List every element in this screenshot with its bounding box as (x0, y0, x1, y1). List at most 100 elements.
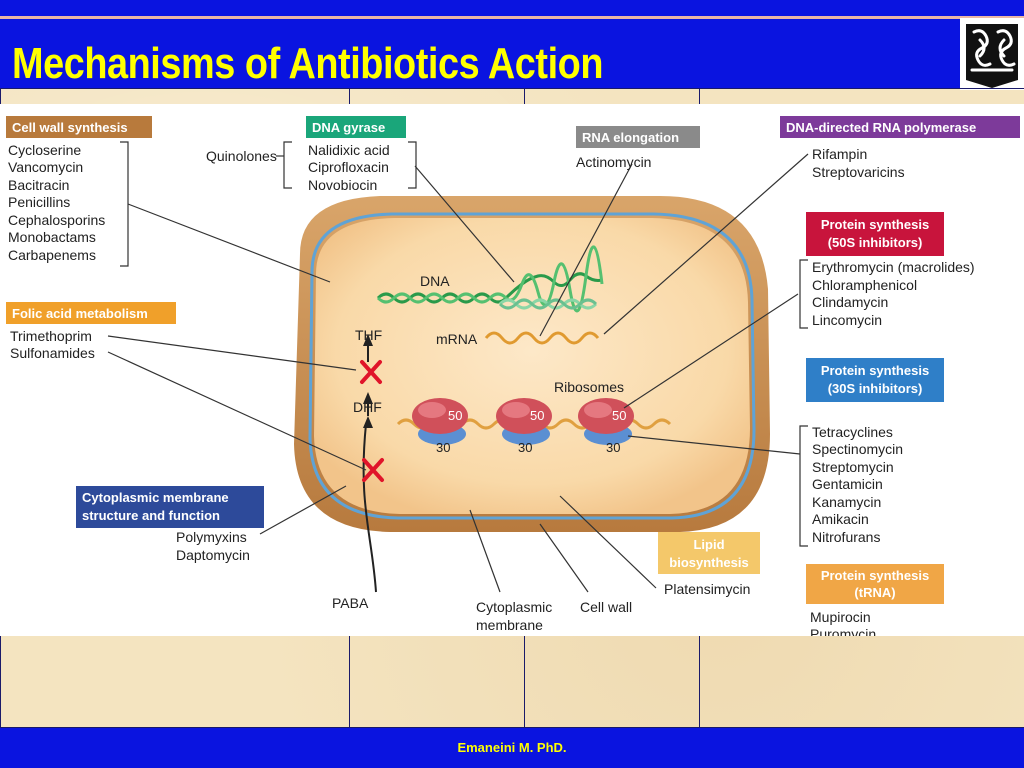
footer-author: Emaneini M. PhD. (457, 740, 567, 755)
figure-canvas: 50 50 50 30 30 30 (0, 104, 1024, 642)
rna-elongation-box: RNA elongation (576, 126, 700, 148)
antibiotic-mechanisms-figure: 50 50 50 30 30 30 (0, 104, 1024, 642)
drug-item: Nalidixic acid (308, 142, 390, 158)
drug-item: Penicillins (8, 194, 70, 210)
dna-gyrase-drug-list: Nalidixic acid Ciprofloxacin Novobiocin (308, 142, 390, 193)
grid-line (0, 727, 1024, 728)
drug-item: Spectinomycin (812, 441, 903, 457)
svg-text:(50S inhibitors): (50S inhibitors) (828, 235, 923, 250)
drug-item: Lincomycin (812, 312, 882, 328)
mrna-strand (484, 331, 600, 345)
protein-synthesis-50s-box: Protein synthesis (50S inhibitors) (806, 212, 944, 256)
drug-item: Actinomycin (576, 154, 651, 170)
drug-item: Rifampin (812, 146, 867, 162)
drug-item: Carbapenems (8, 247, 96, 263)
drug-item: Trimethoprim (10, 328, 92, 344)
svg-text:DNA gyrase: DNA gyrase (312, 120, 385, 135)
ribosome (496, 398, 552, 445)
drug-item: Daptomycin (176, 547, 250, 563)
svg-text:Cytoplasmic membrane: Cytoplasmic membrane (82, 490, 229, 505)
top-band (0, 0, 1024, 16)
cell-wall-label: Cell wall (580, 599, 632, 615)
drug-item: Monobactams (8, 229, 96, 245)
subunit-30-label: 30 (436, 440, 450, 455)
leader-lines (107, 153, 809, 593)
svg-text:Protein synthesis: Protein synthesis (821, 363, 929, 378)
paba-label: PABA (332, 595, 369, 611)
drug-item: Sulfonamides (10, 345, 95, 361)
block-x-icon (362, 458, 384, 482)
drug-item: Clindamycin (812, 294, 888, 310)
protein-50s-drug-list: Erythromycin (macrolides) Chloramphenico… (812, 259, 975, 328)
drug-item: Puromycin (810, 626, 876, 636)
drug-item: Vancomycin (8, 159, 83, 175)
ribosome (578, 398, 634, 445)
drug-item: Polymyxins (176, 529, 247, 545)
dna-label: DNA (420, 273, 450, 289)
slide-title: Mechanisms of Antibiotics Action (12, 39, 604, 88)
slide-footer: Emaneini M. PhD. (0, 728, 1024, 768)
subunit-50-label: 50 (530, 408, 544, 423)
drug-item: Gentamicin (812, 476, 883, 492)
dna-gyrase-box: DNA gyrase (306, 116, 406, 138)
drug-item: Mupirocin (810, 609, 871, 625)
arrowhead-icon (363, 392, 373, 404)
dna-helix (376, 245, 604, 313)
svg-text:Protein synthesis: Protein synthesis (821, 217, 929, 232)
cytoplasmic-membrane-shape (308, 212, 756, 520)
arrowhead-icon (363, 416, 373, 428)
protein-synthesis-30s-box: Protein synthesis (30S inhibitors) (806, 358, 944, 402)
subunit-30-label: 30 (606, 440, 620, 455)
drug-item: Chloramphenicol (812, 277, 917, 293)
logo (960, 18, 1024, 90)
cell-wall-drug-list: Cycloserine Vancomycin Bacitracin Penici… (8, 142, 105, 263)
arrowhead-icon (363, 334, 373, 346)
drug-item: Tetracyclines (812, 424, 893, 440)
rna-polymerase-box: DNA-directed RNA polymerase (780, 116, 1020, 138)
mrna-label: mRNA (436, 331, 478, 347)
svg-text:biosynthesis: biosynthesis (669, 555, 748, 570)
drug-item: Kanamycin (812, 494, 881, 510)
ribosomes-label: Ribosomes (554, 379, 624, 395)
lipid-biosynthesis-box: Lipid biosynthesis (658, 532, 760, 574)
subunit-50-label: 50 (448, 408, 462, 423)
drug-item: Amikacin (812, 511, 869, 527)
bracket-lines (120, 141, 808, 547)
subunit-50-label: 50 (612, 408, 626, 423)
svg-text:structure and function: structure and function (82, 508, 220, 523)
cell-wall-synthesis-box: Cell wall synthesis (6, 116, 152, 138)
cytoplasmic-membrane-box: Cytoplasmic membrane structure and funct… (76, 486, 264, 528)
grid-line (0, 88, 1024, 89)
drug-item: Cycloserine (8, 142, 81, 158)
thf-label: THF (355, 327, 382, 343)
dhf-label: DHF (353, 399, 382, 415)
quinolones-label: Quinolones (206, 148, 277, 164)
ribosome (412, 398, 468, 445)
svg-text:Folic acid metabolism: Folic acid metabolism (12, 306, 148, 321)
drug-item: Ciprofloxacin (308, 159, 389, 175)
svg-text:Protein synthesis: Protein synthesis (821, 568, 929, 583)
svg-text:Lipid: Lipid (693, 537, 724, 552)
svg-text:Cell wall synthesis: Cell wall synthesis (12, 120, 128, 135)
membrane-drug-list: Polymyxins Daptomycin (176, 529, 250, 563)
rna-polymerase-drug-list: Rifampin Streptovaricins (812, 146, 905, 180)
svg-text:(30S inhibitors): (30S inhibitors) (828, 381, 923, 396)
drug-item: Streptomycin (812, 459, 894, 475)
protein-30s-drug-list: Tetracyclines Spectinomycin Streptomycin… (812, 424, 903, 545)
trna-drug-list: Mupirocin Puromycin (810, 609, 876, 642)
drug-item: Platensimycin (664, 581, 750, 597)
folic-acid-drug-list: Trimethoprim Sulfonamides (10, 328, 95, 361)
slide-header: Mechanisms of Antibiotics Action (0, 19, 1024, 88)
top-rule (0, 16, 1024, 19)
subunit-30-label: 30 (518, 440, 532, 455)
svg-text:RNA elongation: RNA elongation (582, 130, 679, 145)
drug-item: Nitrofurans (812, 529, 880, 545)
logo-emblem-icon (960, 18, 1024, 90)
drug-item: Cephalosporins (8, 212, 105, 228)
drug-item: Bacitracin (8, 177, 69, 193)
drug-item: Erythromycin (macrolides) (812, 259, 975, 275)
cytoplasmic-membrane-label: Cytoplasmic (476, 599, 552, 615)
cytoplasmic-membrane-label: membrane (476, 617, 543, 633)
drug-item: Streptovaricins (812, 164, 905, 180)
folic-acid-metabolism-box: Folic acid metabolism (6, 302, 176, 324)
